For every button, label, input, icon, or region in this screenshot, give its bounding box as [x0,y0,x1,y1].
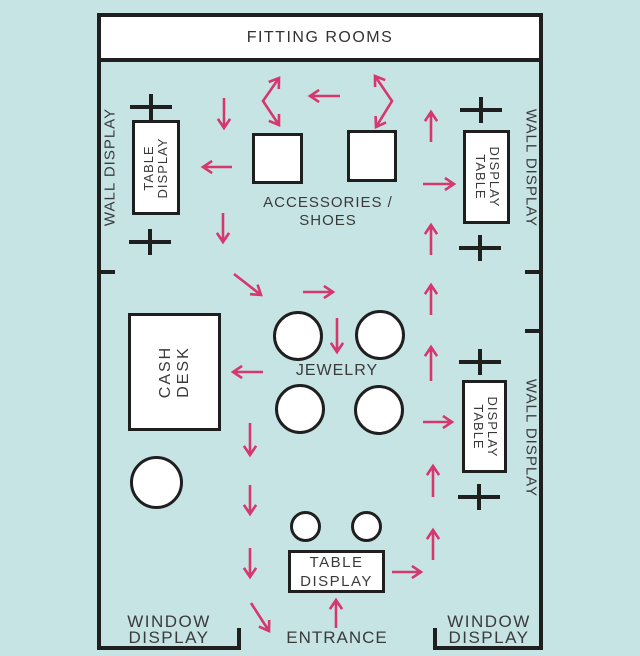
flow-arrow-down-left-column-2 [242,485,258,517]
flow-arrow-down-left-column-1 [242,423,258,458]
flow-arrow-left-top-center [307,88,340,104]
flow-arrow-left-to-left-table [200,159,232,175]
flow-arrow-right-to-top-table [423,176,457,192]
window-display-label-left: WINDOW DISPLAY [127,612,211,647]
window-display-label-right: WINDOW DISPLAY [447,612,531,647]
flow-arrow-zigzag-fitting-right [373,74,394,129]
entrance-label: ENTRANCE [286,628,388,647]
flow-arrow-down-left-column-3 [242,548,258,580]
table-display-right-top: DISPLAY TABLE [463,130,510,224]
room-walls [97,62,543,650]
flow-arrow-diag-toward-center [233,272,263,297]
rack-plus-icon [130,94,172,120]
flow-arrow-down-upper-left [216,98,232,131]
accessories-shoes-label: ACCESSORIES / SHOES [263,194,393,229]
small-round-fixture [351,511,382,542]
flow-arrow-right-from-bottom-table [392,564,424,580]
rack-plus-icon [129,229,171,255]
jewelry-table [355,310,405,360]
flow-arrows-layer [200,74,457,633]
flow-arrow-up-right-column-4 [423,282,439,315]
jewelry-table [354,385,404,435]
flow-arrow-down-between-jewelry [329,318,345,355]
cash-desk: CASH DESK [128,313,221,431]
jewelry-table [275,384,325,434]
wall-display-label-right-top: WALL DISPLAY [522,108,540,228]
flow-arrow-up-right-column-3 [423,344,439,381]
flow-arrow-up-right-column-1 [425,527,441,560]
table-display-right-middle: DISPLAY TABLE [462,380,507,473]
small-round-fixture [290,511,321,542]
table-display-label: DISPLAY TABLE [472,146,502,208]
table-display-label: TABLE DISPLAY [141,137,170,198]
jewelry-table [273,311,323,361]
rack-plus-icon [460,97,502,123]
wall-right-and-bottom-right [435,62,543,650]
flow-arrow-diag-to-entrance [249,602,271,633]
rack-plus-icon [459,235,501,261]
fitting-rooms-label: FITTING ROOMS [246,28,394,46]
flow-arrow-right-above-jewelry [303,284,336,300]
jewelry-label: JEWELRY [295,362,379,379]
table-display-label: DISPLAY TABLE [470,396,500,457]
cash-desk-label: CASH DESK [156,345,192,399]
round-fixture [130,456,183,509]
flow-arrow-up-right-column-2 [425,463,441,497]
table-display-label: TABLE DISPLAY [300,553,373,590]
rack-plus-icon [459,349,501,375]
table-display-bottom: TABLE DISPLAY [288,550,385,593]
flow-arrow-right-to-mid-table [423,414,455,430]
flow-arrow-up-from-entrance [328,597,344,628]
flow-arrow-left-to-cash-desk [230,364,263,380]
wall-display-label-right-middle: WALL DISPLAY [522,378,540,498]
flow-arrow-down-mid-left [215,213,231,245]
wall-left-and-bottom-left [97,62,239,650]
wall-display-label-left: WALL DISPLAY [101,107,119,227]
flow-arrow-zigzag-fitting-left [261,76,281,127]
flow-arrow-up-right-column-5 [423,222,439,255]
flow-arrow-up-right-column-6 [423,109,439,142]
rack-plus-icon [458,484,500,510]
accessories-table-left [252,133,303,184]
accessories-table-right [347,130,397,182]
table-display-left: TABLE DISPLAY [132,120,180,215]
rack-symbols [129,94,502,510]
fitting-rooms-box: FITTING ROOMS [97,13,543,62]
